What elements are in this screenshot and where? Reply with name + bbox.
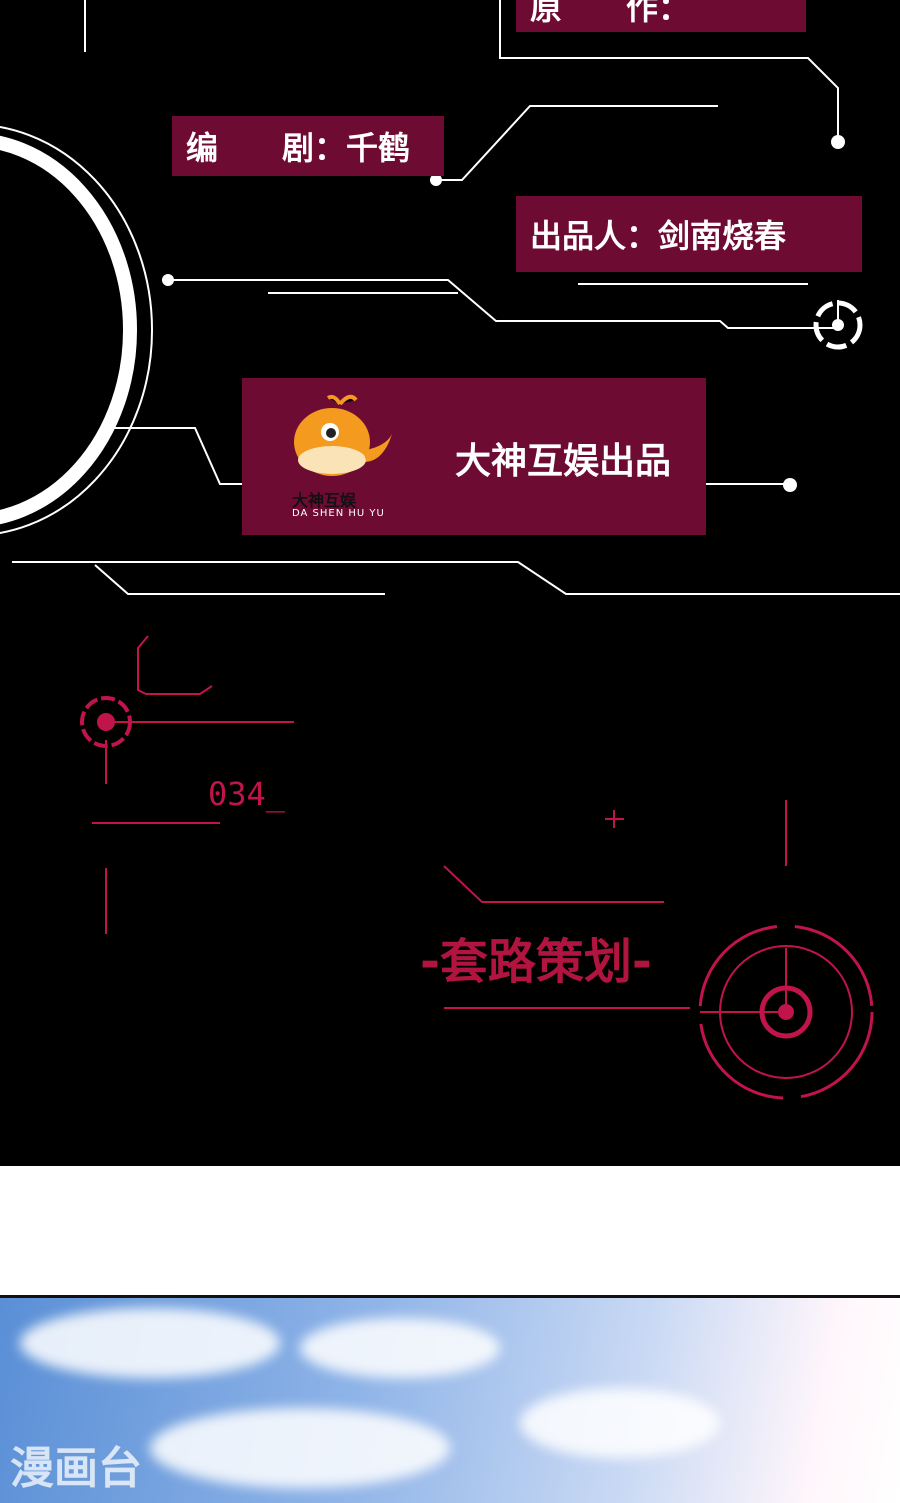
original-author-text: 原 作： <box>530 0 691 27</box>
original-author-tag: 原 作： <box>516 0 806 32</box>
sky-panel <box>0 1295 900 1503</box>
logo-text-en: DA SHEN HU YU <box>292 508 385 519</box>
logo-text-cn: 大神互娱 <box>292 491 357 510</box>
whale-logo-icon <box>294 394 392 476</box>
producer-text: 出品人：剑南烧春 <box>530 217 787 255</box>
hud-lines <box>0 0 900 1100</box>
watermark: 漫画台 <box>10 1443 142 1494</box>
screenwriter-tag: 编 剧：千鹤 <box>172 116 444 176</box>
screenwriter-text: 编 剧：千鹤 <box>186 129 411 167</box>
hud-number: 034_ <box>208 775 286 813</box>
section-title: -套路策划- <box>420 934 652 990</box>
studio-label: 大神互娱出品 <box>455 441 672 482</box>
producer-tag: 出品人：剑南烧春 <box>516 196 862 272</box>
dark-panel <box>0 0 900 1166</box>
